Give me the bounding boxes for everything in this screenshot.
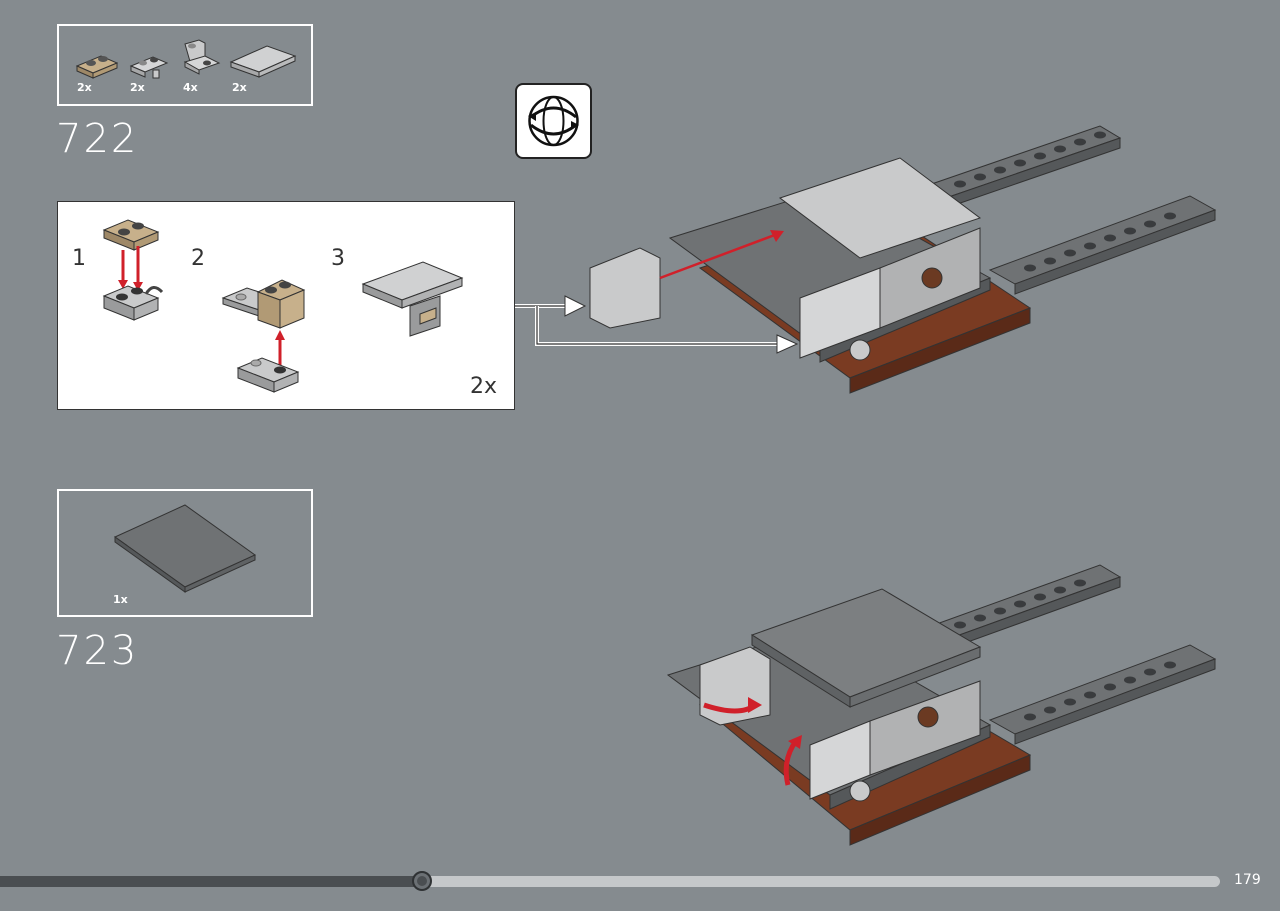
- parts-illustration: [75, 39, 297, 79]
- part-qty: 1x: [113, 593, 128, 606]
- model-illustration-step-722: [589, 125, 1217, 394]
- step-number: 723: [56, 628, 139, 674]
- subassembly-multiplier: 2x: [470, 374, 498, 399]
- part-qty: 2x: [232, 81, 247, 94]
- step-number: 722: [56, 116, 139, 162]
- part-qty: 2x: [77, 81, 92, 94]
- sub-step-1-illustration: [102, 219, 164, 321]
- dark-grey-plate-icon: [114, 504, 256, 593]
- progress-fill: [0, 876, 422, 887]
- parts-box-step-723: 1x: [57, 489, 313, 617]
- sub-step-2-illustration: [221, 279, 306, 393]
- page-number: 179: [1234, 872, 1261, 888]
- progress-track: [0, 876, 1220, 887]
- callout-connector-arrows: [515, 295, 799, 354]
- tan-plate-1x2-icon: [75, 55, 119, 79]
- progress-knob: [412, 871, 432, 891]
- sub-step-number: 3: [331, 246, 345, 271]
- grey-tile-icon: [229, 45, 297, 78]
- part-qty: 2x: [130, 81, 145, 94]
- subassembly-illustration: [102, 219, 464, 393]
- rotate-model-icon: [515, 83, 592, 159]
- sub-step-number: 1: [72, 246, 86, 271]
- subassembly-callout: 1 2 3 2x: [57, 201, 515, 410]
- sub-step-number: 2: [191, 246, 205, 271]
- model-illustration-step-723: [666, 564, 1217, 846]
- parts-box-step-722: 2x 2x 4x 2x: [57, 24, 313, 106]
- bracket-icon: [183, 39, 221, 75]
- sub-step-3-illustration: [361, 261, 464, 337]
- part-qty: 4x: [183, 81, 198, 94]
- clip-plate-icon: [129, 56, 169, 79]
